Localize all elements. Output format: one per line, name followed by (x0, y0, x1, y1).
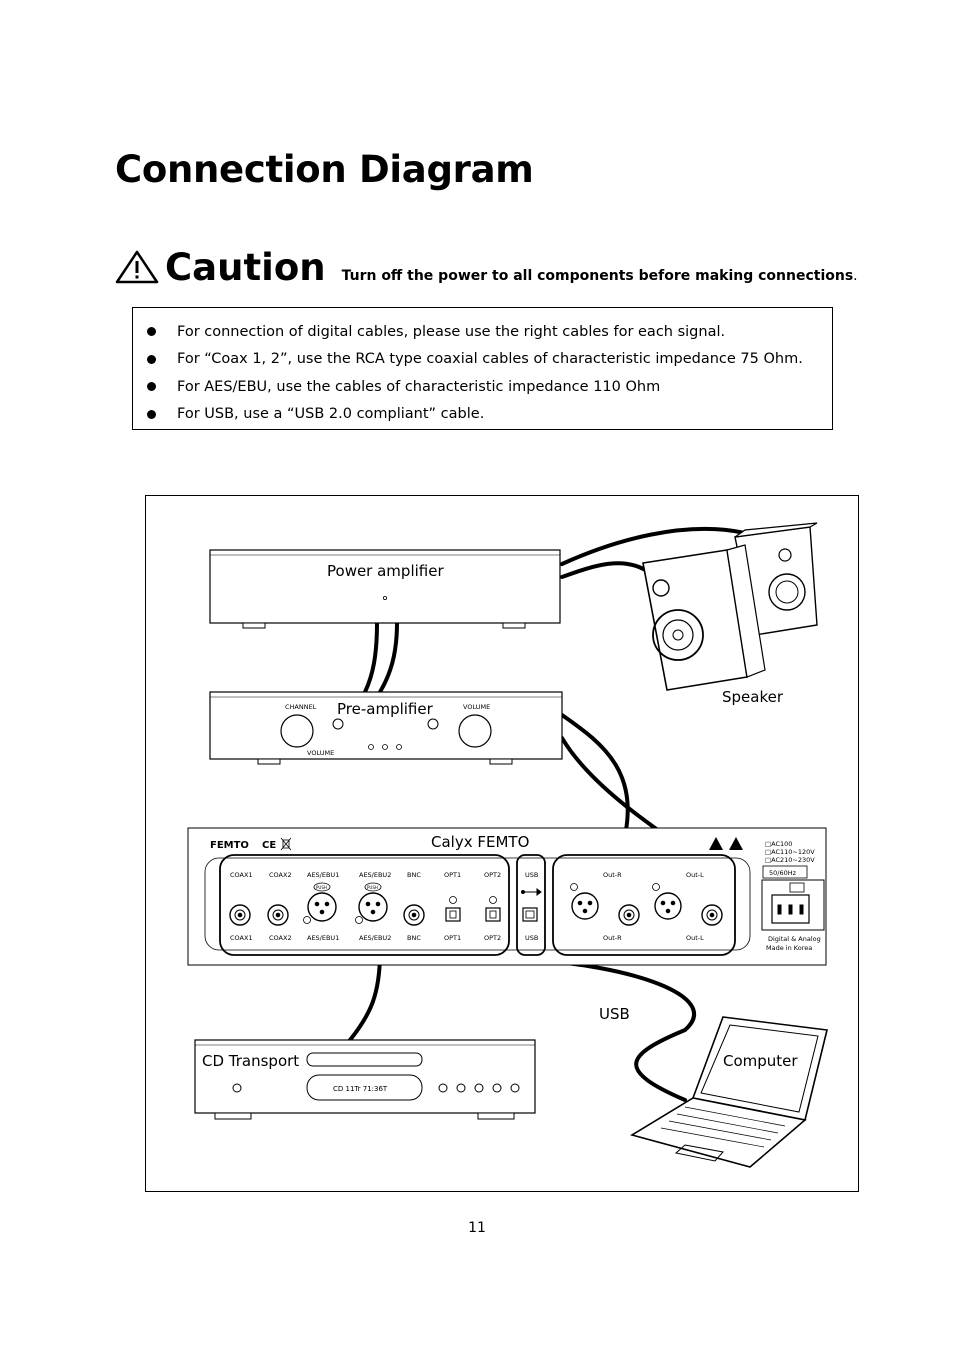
port-label-usb: USB (525, 871, 538, 879)
port-label-bottom-aes2: AES/EBU2 (359, 934, 391, 942)
optical-jack-opt2 (485, 907, 501, 922)
speaker-cable-1 (560, 526, 747, 566)
amp-link-cable-1 (363, 621, 379, 694)
pre-amplifier: CHANNEL VOLUME VOLUME Pre-amplifier (209, 691, 563, 765)
cd-display-text: CD 11Tr 71:36T (333, 1085, 388, 1093)
xlr-out-r (571, 892, 599, 920)
speaker-label: Speaker (722, 688, 784, 706)
highlight-analog-outputs (552, 854, 736, 956)
optical-jack-opt1 (445, 907, 461, 922)
port-label-aes2: AES/EBU2 (359, 871, 391, 879)
diagram-frame (145, 495, 859, 1192)
list-item: For USB, use a “USB 2.0 compliant” cable… (147, 401, 803, 429)
channel-knob-label: CHANNEL (285, 703, 317, 711)
usb-cable (529, 958, 696, 1102)
caution-row: Caution Turn off the power to all compon… (115, 246, 858, 290)
speakers: Speaker (642, 522, 818, 706)
rca-jack-coax2 (267, 904, 289, 926)
page-number: 11 (468, 1220, 486, 1236)
port-label-bottom-aes1: AES/EBU1 (307, 934, 339, 942)
weee-icon (280, 837, 292, 851)
footer-digital-analog: Digital & Analog (768, 935, 821, 943)
port-label-aes1: AES/EBU1 (307, 871, 339, 879)
connection-diagram: Power amplifier Speaker CHANNEL VOLUME V… (187, 522, 828, 1168)
rca-out-r (618, 904, 640, 926)
port-label-opt1: OPT1 (444, 871, 461, 879)
list-item: For connection of digital cables, please… (147, 318, 803, 346)
voltage-ac210: □AC210~230V (765, 856, 815, 864)
calyx-femto-rear-panel: FEMTO CE Calyx FEMTO □AC100 □AC110~120V … (187, 827, 827, 966)
power-inlet (761, 879, 825, 931)
frequency-label: 50/60Hz (769, 869, 797, 877)
computer-laptop: Computer (629, 1016, 828, 1168)
ce-mark: CE (262, 840, 276, 851)
note-text: For AES/EBU, use the cables of character… (177, 378, 661, 395)
power-amplifier-label: Power amplifier (327, 562, 444, 580)
cd-transport: CD 11Tr 71:36T CD Transport (194, 1039, 536, 1120)
volume-label-left: VOLUME (307, 749, 334, 757)
caution-note-period: . (853, 268, 858, 284)
calyx-femto-label: Calyx FEMTO (431, 833, 529, 851)
volume-label-right: VOLUME (463, 703, 490, 711)
note-text: For USB, use a “USB 2.0 compliant” cable… (177, 406, 485, 423)
cd-display (306, 1074, 423, 1101)
bullet-icon (147, 327, 156, 337)
highlight-digital-inputs (219, 854, 510, 956)
usb-b-jack (522, 907, 538, 922)
port-label-out-r: Out-R (603, 871, 622, 879)
power-amplifier: Power amplifier (209, 549, 561, 629)
computer-label: Computer (723, 1052, 798, 1070)
cd-transport-label: CD Transport (202, 1052, 299, 1070)
list-item: For AES/EBU, use the cables of character… (147, 373, 803, 401)
port-label-bottom-opt2: OPT2 (484, 934, 501, 942)
push-label-aes2: PUSH (367, 885, 378, 890)
caution-heading: Caution (165, 246, 326, 289)
port-label-out-l: Out-L (686, 871, 704, 879)
bnc-jack (403, 904, 425, 926)
bullet-icon (147, 409, 156, 419)
bullet-icon (147, 354, 156, 364)
highlight-usb-input (516, 854, 546, 956)
femto-brand: FEMTO (210, 840, 249, 851)
voltage-ac100: □AC100 (765, 840, 792, 848)
xlr-jack-aes1 (307, 892, 337, 922)
push-label-aes1: PUSH (316, 885, 327, 890)
port-label-bnc: BNC (407, 871, 421, 879)
connectors: PUSH PUSH (229, 882, 723, 926)
notes-box: For connection of digital cables, please… (132, 307, 833, 430)
note-text: For connection of digital cables, please… (177, 323, 726, 340)
warning-icon (115, 250, 159, 284)
note-text: For “Coax 1, 2”, use the RCA type coaxia… (177, 351, 803, 368)
notes-list: For connection of digital cables, please… (147, 318, 803, 428)
port-label-bottom-out-r: Out-R (603, 934, 622, 942)
page-title: Connection Diagram (115, 148, 534, 191)
speaker-cable-2 (560, 561, 652, 579)
port-label-bottom-usb: USB (525, 934, 538, 942)
laptop-keyboard-base (629, 1097, 807, 1168)
pre-amplifier-label: Pre-amplifier (337, 700, 434, 718)
hazard-icons (709, 837, 743, 850)
rca-jack-coax1 (229, 904, 251, 926)
amp-link-cable-2 (378, 621, 399, 694)
usb-cable-label: USB (599, 1005, 630, 1023)
port-label-opt2: OPT2 (484, 871, 501, 879)
bullet-icon (147, 382, 156, 392)
list-item: For “Coax 1, 2”, use the RCA type coaxia… (147, 346, 803, 374)
port-label-bottom-coax1: COAX1 (230, 934, 253, 942)
xlr-out-l (654, 892, 682, 920)
footer-made-in-korea: Made in Korea (766, 944, 812, 952)
port-label-bottom-opt1: OPT1 (444, 934, 461, 942)
disc-tray (306, 1052, 423, 1067)
voltage-ac110: □AC110~120V (765, 848, 815, 856)
caution-note: Turn off the power to all components bef… (341, 268, 854, 284)
port-label-bottom-out-l: Out-L (686, 934, 704, 942)
rca-out-l (701, 904, 723, 926)
xlr-jack-aes2 (358, 892, 388, 922)
usb-symbol-icon (521, 888, 542, 896)
port-label-coax2: COAX2 (269, 871, 292, 879)
port-label-bottom-bnc: BNC (407, 934, 421, 942)
port-label-bottom-coax2: COAX2 (269, 934, 292, 942)
port-label-coax1: COAX1 (230, 871, 253, 879)
